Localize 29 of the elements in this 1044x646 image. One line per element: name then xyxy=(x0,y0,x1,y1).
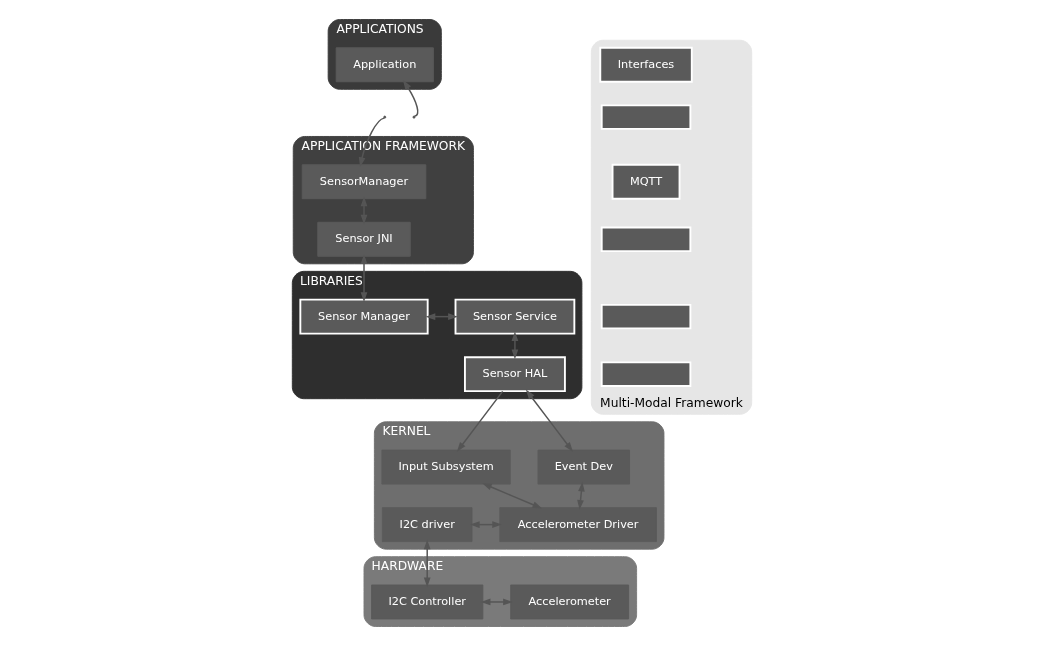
node-box: Accelerometer xyxy=(510,584,630,620)
node-box xyxy=(600,303,692,330)
node-box: I2C driver xyxy=(381,507,473,543)
arrow xyxy=(360,196,368,225)
node-box: MQTT xyxy=(611,163,681,200)
arrow xyxy=(480,598,513,606)
arrow xyxy=(456,390,504,452)
node-box xyxy=(600,104,692,130)
node-box: Sensor JNI xyxy=(317,221,411,257)
node-box: Sensor HAL xyxy=(464,356,566,393)
arrow xyxy=(402,80,419,117)
arrow xyxy=(358,117,385,167)
node-box: Sensor Service xyxy=(454,298,576,335)
arrow xyxy=(482,483,543,509)
node-box: Event Dev xyxy=(537,449,630,485)
node-box xyxy=(600,226,692,253)
node-box: Interfaces xyxy=(599,46,693,83)
node-box: SensorManager xyxy=(301,164,427,200)
node-box: I2C Controller xyxy=(371,584,484,620)
node-box: Accelerometer Driver xyxy=(499,507,657,543)
node-box: Sensor Manager xyxy=(299,298,429,335)
arrow xyxy=(525,389,573,452)
arrow xyxy=(360,254,368,302)
arrow xyxy=(577,481,585,510)
arrow xyxy=(423,539,431,588)
node-box: Input Subsystem xyxy=(381,449,511,485)
arrow xyxy=(511,331,519,360)
node-box: Application xyxy=(335,47,434,83)
node-box xyxy=(600,361,692,387)
